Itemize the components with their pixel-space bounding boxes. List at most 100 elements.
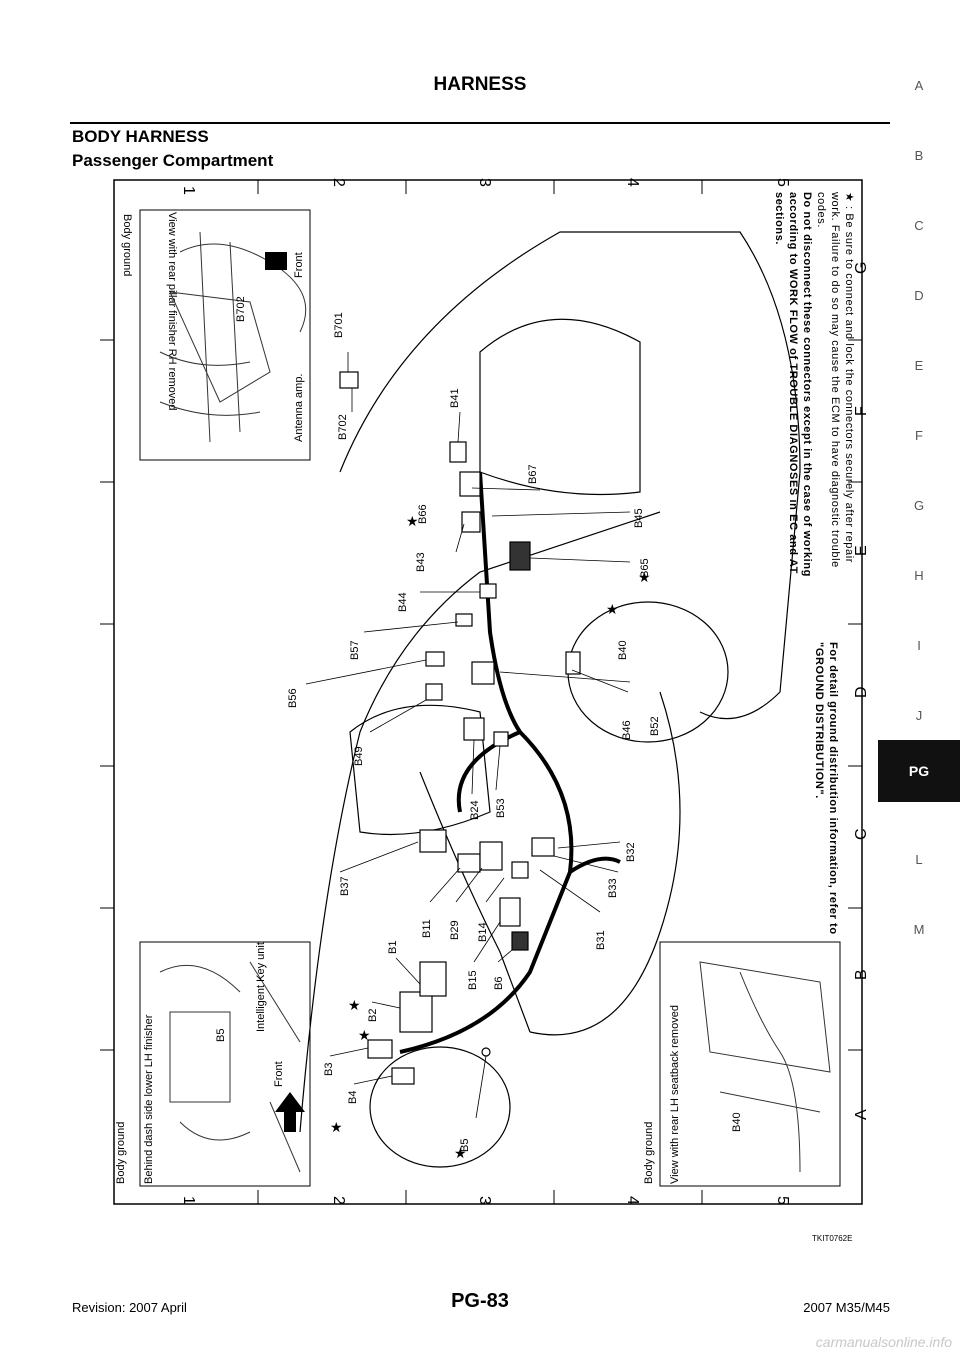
- label-b41: B41: [449, 388, 461, 408]
- tab-h[interactable]: H: [914, 568, 924, 583]
- label-b15: B15: [467, 970, 479, 990]
- svg-text:★: ★: [606, 601, 619, 617]
- label-b33: B33: [607, 878, 619, 898]
- label-b1: B1: [387, 941, 399, 954]
- label-b11: B11: [421, 919, 433, 938]
- top-inset-title: Body ground: [121, 214, 133, 276]
- label-b24: B24: [469, 800, 481, 820]
- label-b49: B49: [353, 746, 365, 766]
- section-title: BODY HARNESS: [72, 127, 209, 146]
- bottom-inset-caption: View with rear LH seatback removed: [669, 1005, 681, 1184]
- watermark: carmanualsonline.info: [815, 1334, 952, 1350]
- label-b46: B46: [621, 720, 633, 740]
- footer-revision: Revision: 2007 April: [72, 1300, 187, 1315]
- harness-diagram: 1 2 3 4 5 1 2 3 4 5 A B C D E F G A B C …: [100, 178, 870, 1205]
- left-inset-caption: Behind dash side lower LH finisher: [143, 1014, 155, 1184]
- grid-number-3-bottom: 3: [476, 1196, 493, 1205]
- grid-letter-a-right: A: [853, 1109, 870, 1120]
- label-b32: B32: [625, 842, 637, 862]
- top-inset-caption: View with rear pillar finisher RH remove…: [166, 212, 178, 411]
- tab-g[interactable]: G: [913, 498, 925, 513]
- ground-note: For detail ground distribution informati…: [813, 642, 839, 935]
- footer-model: 2007 M35/M45: [803, 1300, 890, 1315]
- diagram-frame: [113, 179, 863, 1205]
- grid-number-1: 1: [180, 186, 197, 195]
- grid-number-5-bottom: 5: [774, 1196, 791, 1205]
- tab-c[interactable]: C: [914, 218, 924, 233]
- bottom-inset-title: Body ground: [643, 1122, 655, 1184]
- tab-b[interactable]: B: [914, 148, 924, 163]
- label-b56: B56: [287, 688, 299, 708]
- label-b6: B6: [493, 977, 505, 990]
- label-b14: B14: [477, 922, 489, 942]
- grid-number-1-bottom: 1: [180, 1196, 197, 1205]
- label-b44: B44: [397, 592, 409, 612]
- b40-inset-label: B40: [731, 1112, 743, 1132]
- bottom-inset: Body ground View with rear LH seatback r…: [643, 941, 841, 1187]
- svg-text:★: ★: [358, 1027, 371, 1043]
- left-inset: Body ground Behind dash side lower LH fi…: [115, 941, 311, 1187]
- label-b701: B701: [333, 312, 345, 338]
- label-b66: B66: [417, 504, 429, 524]
- tab-i[interactable]: I: [917, 638, 921, 653]
- tab-f[interactable]: F: [915, 428, 923, 443]
- connector-labels: B701 B702 B41 B67 B66 B45 B43 B65 B44 B4…: [287, 312, 661, 1152]
- star-note: ★ : Be sure to connect and lock the conn…: [815, 192, 855, 568]
- label-b52: B52: [649, 716, 661, 736]
- top-inset: Body ground View with rear pillar finish…: [121, 209, 311, 461]
- label-b702: B702: [337, 414, 349, 440]
- tab-e[interactable]: E: [914, 358, 924, 373]
- tab-j[interactable]: J: [915, 708, 923, 723]
- label-b3: B3: [323, 1063, 335, 1076]
- label-b2: B2: [367, 1009, 379, 1022]
- grid-letter-e-right: E: [853, 545, 870, 556]
- notes-block: ★ : Be sure to connect and lock the conn…: [772, 192, 856, 592]
- grid-letter-f-right: F: [853, 406, 870, 416]
- svg-text:★: ★: [454, 1145, 467, 1161]
- grid-number-2: 2: [330, 178, 347, 187]
- tab-m[interactable]: M: [913, 922, 925, 937]
- left-inset-title: Body ground: [115, 1122, 127, 1184]
- tab-d[interactable]: D: [914, 288, 924, 303]
- tab-a[interactable]: A: [914, 78, 924, 93]
- star-note-bold: Do not disconnect these connectors excep…: [773, 192, 813, 577]
- label-b4: B4: [347, 1091, 359, 1104]
- tab-l[interactable]: L: [915, 852, 923, 867]
- label-b45: B45: [633, 508, 645, 528]
- grid-number-4: 4: [624, 178, 641, 187]
- svg-text:★: ★: [406, 513, 419, 529]
- grid-number-4-bottom: 4: [624, 1196, 641, 1205]
- grid-number-2-bottom: 2: [330, 1196, 347, 1205]
- label-b43: B43: [415, 552, 427, 572]
- label-b29: B29: [449, 920, 461, 940]
- svg-text:★: ★: [330, 1119, 343, 1135]
- b5-inset-label: B5: [215, 1029, 227, 1042]
- grid-letter-b-right: B: [853, 969, 870, 980]
- page-title: HARNESS: [433, 74, 527, 95]
- grid-number-3: 3: [476, 178, 493, 187]
- grid-letter-g-right: G: [853, 262, 870, 274]
- label-b67: B67: [527, 464, 539, 484]
- connector-shapes: [339, 371, 581, 1085]
- intelligent-key-label: Intelligent Key unit: [255, 942, 267, 1032]
- figure-code: TKIT0762E: [812, 1234, 853, 1243]
- header-rule: [70, 122, 890, 124]
- label-b31: B31: [595, 930, 607, 950]
- tab-pg-active[interactable]: PG: [878, 740, 960, 802]
- label-b53: B53: [495, 798, 507, 818]
- front-label-top: Front: [293, 252, 305, 278]
- section-subtitle: Passenger Compartment: [72, 151, 274, 170]
- svg-text:★: ★: [348, 997, 361, 1013]
- antenna-amp-label: Antenna amp.: [293, 374, 305, 443]
- star-markers: ★ ★ ★ ★ ★ ★ ★: [330, 513, 651, 1161]
- label-b40: B40: [617, 640, 629, 660]
- label-b5: B5: [459, 1139, 471, 1152]
- front-label-left: Front: [273, 1061, 285, 1087]
- grid-number-5: 5: [774, 178, 791, 187]
- label-b65: B65: [639, 558, 651, 578]
- grid-letter-d-right: D: [853, 686, 870, 698]
- label-b37: B37: [339, 876, 351, 896]
- footer-page-number: PG-83: [451, 1290, 509, 1312]
- svg-text:★: ★: [638, 569, 651, 585]
- label-b57: B57: [349, 640, 361, 660]
